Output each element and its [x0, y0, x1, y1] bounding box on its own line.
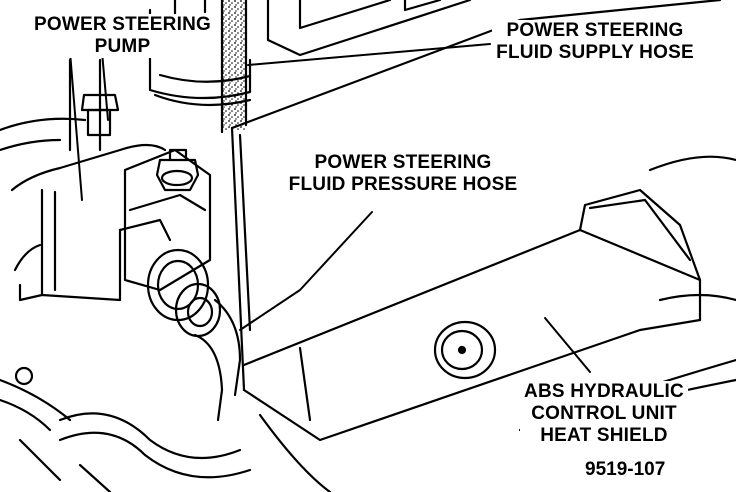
pump-reservoir [148, 0, 472, 107]
callout-pressure-line-1: POWER STEERING [314, 152, 492, 173]
callout-shield-line-1: ABS HYDRAULIC [524, 381, 684, 402]
callout-fluid-supply-hose: POWER STEERING FLUID SUPPLY HOSE [492, 20, 698, 64]
leader-lines [69, 43, 591, 373]
callout-shield-line-3: HEAT SHIELD [540, 425, 668, 446]
callout-supply-line-2: FLUID SUPPLY HOSE [496, 42, 694, 63]
pressure-hose-fitting [146, 248, 242, 422]
callout-pressure-line-2: FLUID PRESSURE HOSE [288, 174, 518, 195]
lower-tube [0, 378, 252, 492]
callout-shield-line-2: CONTROL UNIT [531, 403, 677, 424]
callout-fluid-pressure-hose: POWER STEERING FLUID PRESSURE HOSE [282, 152, 524, 196]
shield-bolt [433, 320, 497, 380]
fluid-reservoir-column [220, 0, 248, 134]
callout-abs-heat-shield: ABS HYDRAULIC CONTROL UNIT HEAT SHIELD [520, 381, 688, 447]
callout-supply-line-1: POWER STEERING [506, 20, 684, 41]
pump-body [0, 58, 212, 386]
callout-power-steering-pump: POWER STEERING PUMP [25, 14, 220, 58]
figure-number: 9519-107 [585, 459, 666, 481]
callout-pump-line-1: POWER STEERING [34, 14, 211, 35]
callout-pump-line-2: PUMP [94, 36, 151, 57]
